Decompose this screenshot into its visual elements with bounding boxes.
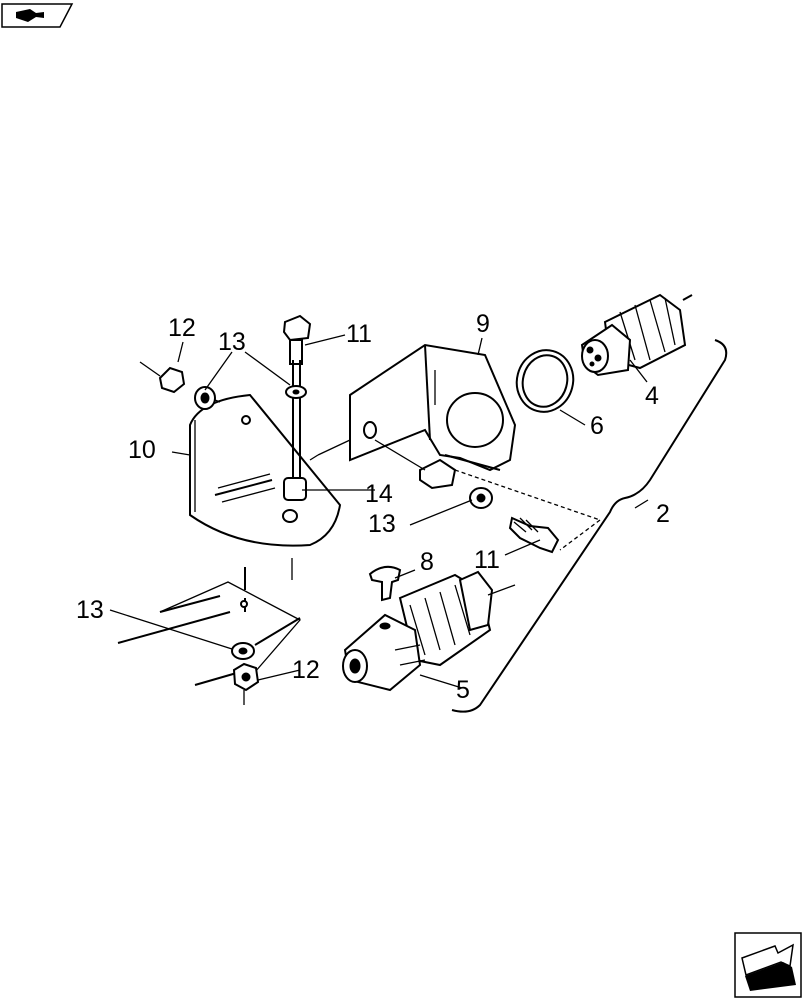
leader-lines (109, 334, 649, 689)
screw-part-8 (368, 565, 402, 602)
lower-washer-and-nut (231, 642, 260, 705)
o-ring-part-6 (515, 349, 575, 413)
callout-11-mid: 11 (474, 546, 500, 574)
callout-14: 14 (365, 480, 393, 508)
callout-8: 8 (420, 548, 434, 576)
callout-9: 9 (476, 310, 490, 338)
callout-11-top: 11 (346, 320, 372, 348)
bolt-part-11-top (282, 314, 312, 501)
callout-10: 10 (128, 436, 156, 464)
callout-6: 6 (590, 412, 604, 440)
connector-part-5 (342, 570, 516, 692)
back-arrow-icon[interactable] (1, 3, 74, 28)
bracket-plate-part-10 (189, 393, 342, 547)
callout-5: 5 (456, 676, 470, 704)
angle-bracket-part-9 (317, 343, 517, 472)
callout-12-bottom: 12 (292, 656, 320, 684)
callout-labels: 12 13 11 9 4 6 10 14 2 13 11 8 13 12 5 (76, 310, 670, 704)
callout-13-top: 13 (218, 328, 246, 356)
callout-2: 2 (656, 500, 670, 528)
nut-part-12-top (139, 361, 221, 410)
callout-13-mid: 13 (368, 510, 396, 538)
next-page-arrow-icon[interactable] (734, 932, 802, 998)
assembly-guide-lines (309, 454, 601, 551)
washer-and-bolt-middle (469, 487, 560, 554)
fitting-part-14 (374, 439, 457, 490)
callout-4: 4 (645, 382, 659, 410)
lower-mounting-plate (117, 558, 302, 686)
callout-12-top: 12 (168, 314, 196, 342)
callout-13-left: 13 (76, 596, 104, 624)
assembly-bracket-part-2 (451, 339, 728, 713)
connector-part-4 (580, 293, 693, 377)
